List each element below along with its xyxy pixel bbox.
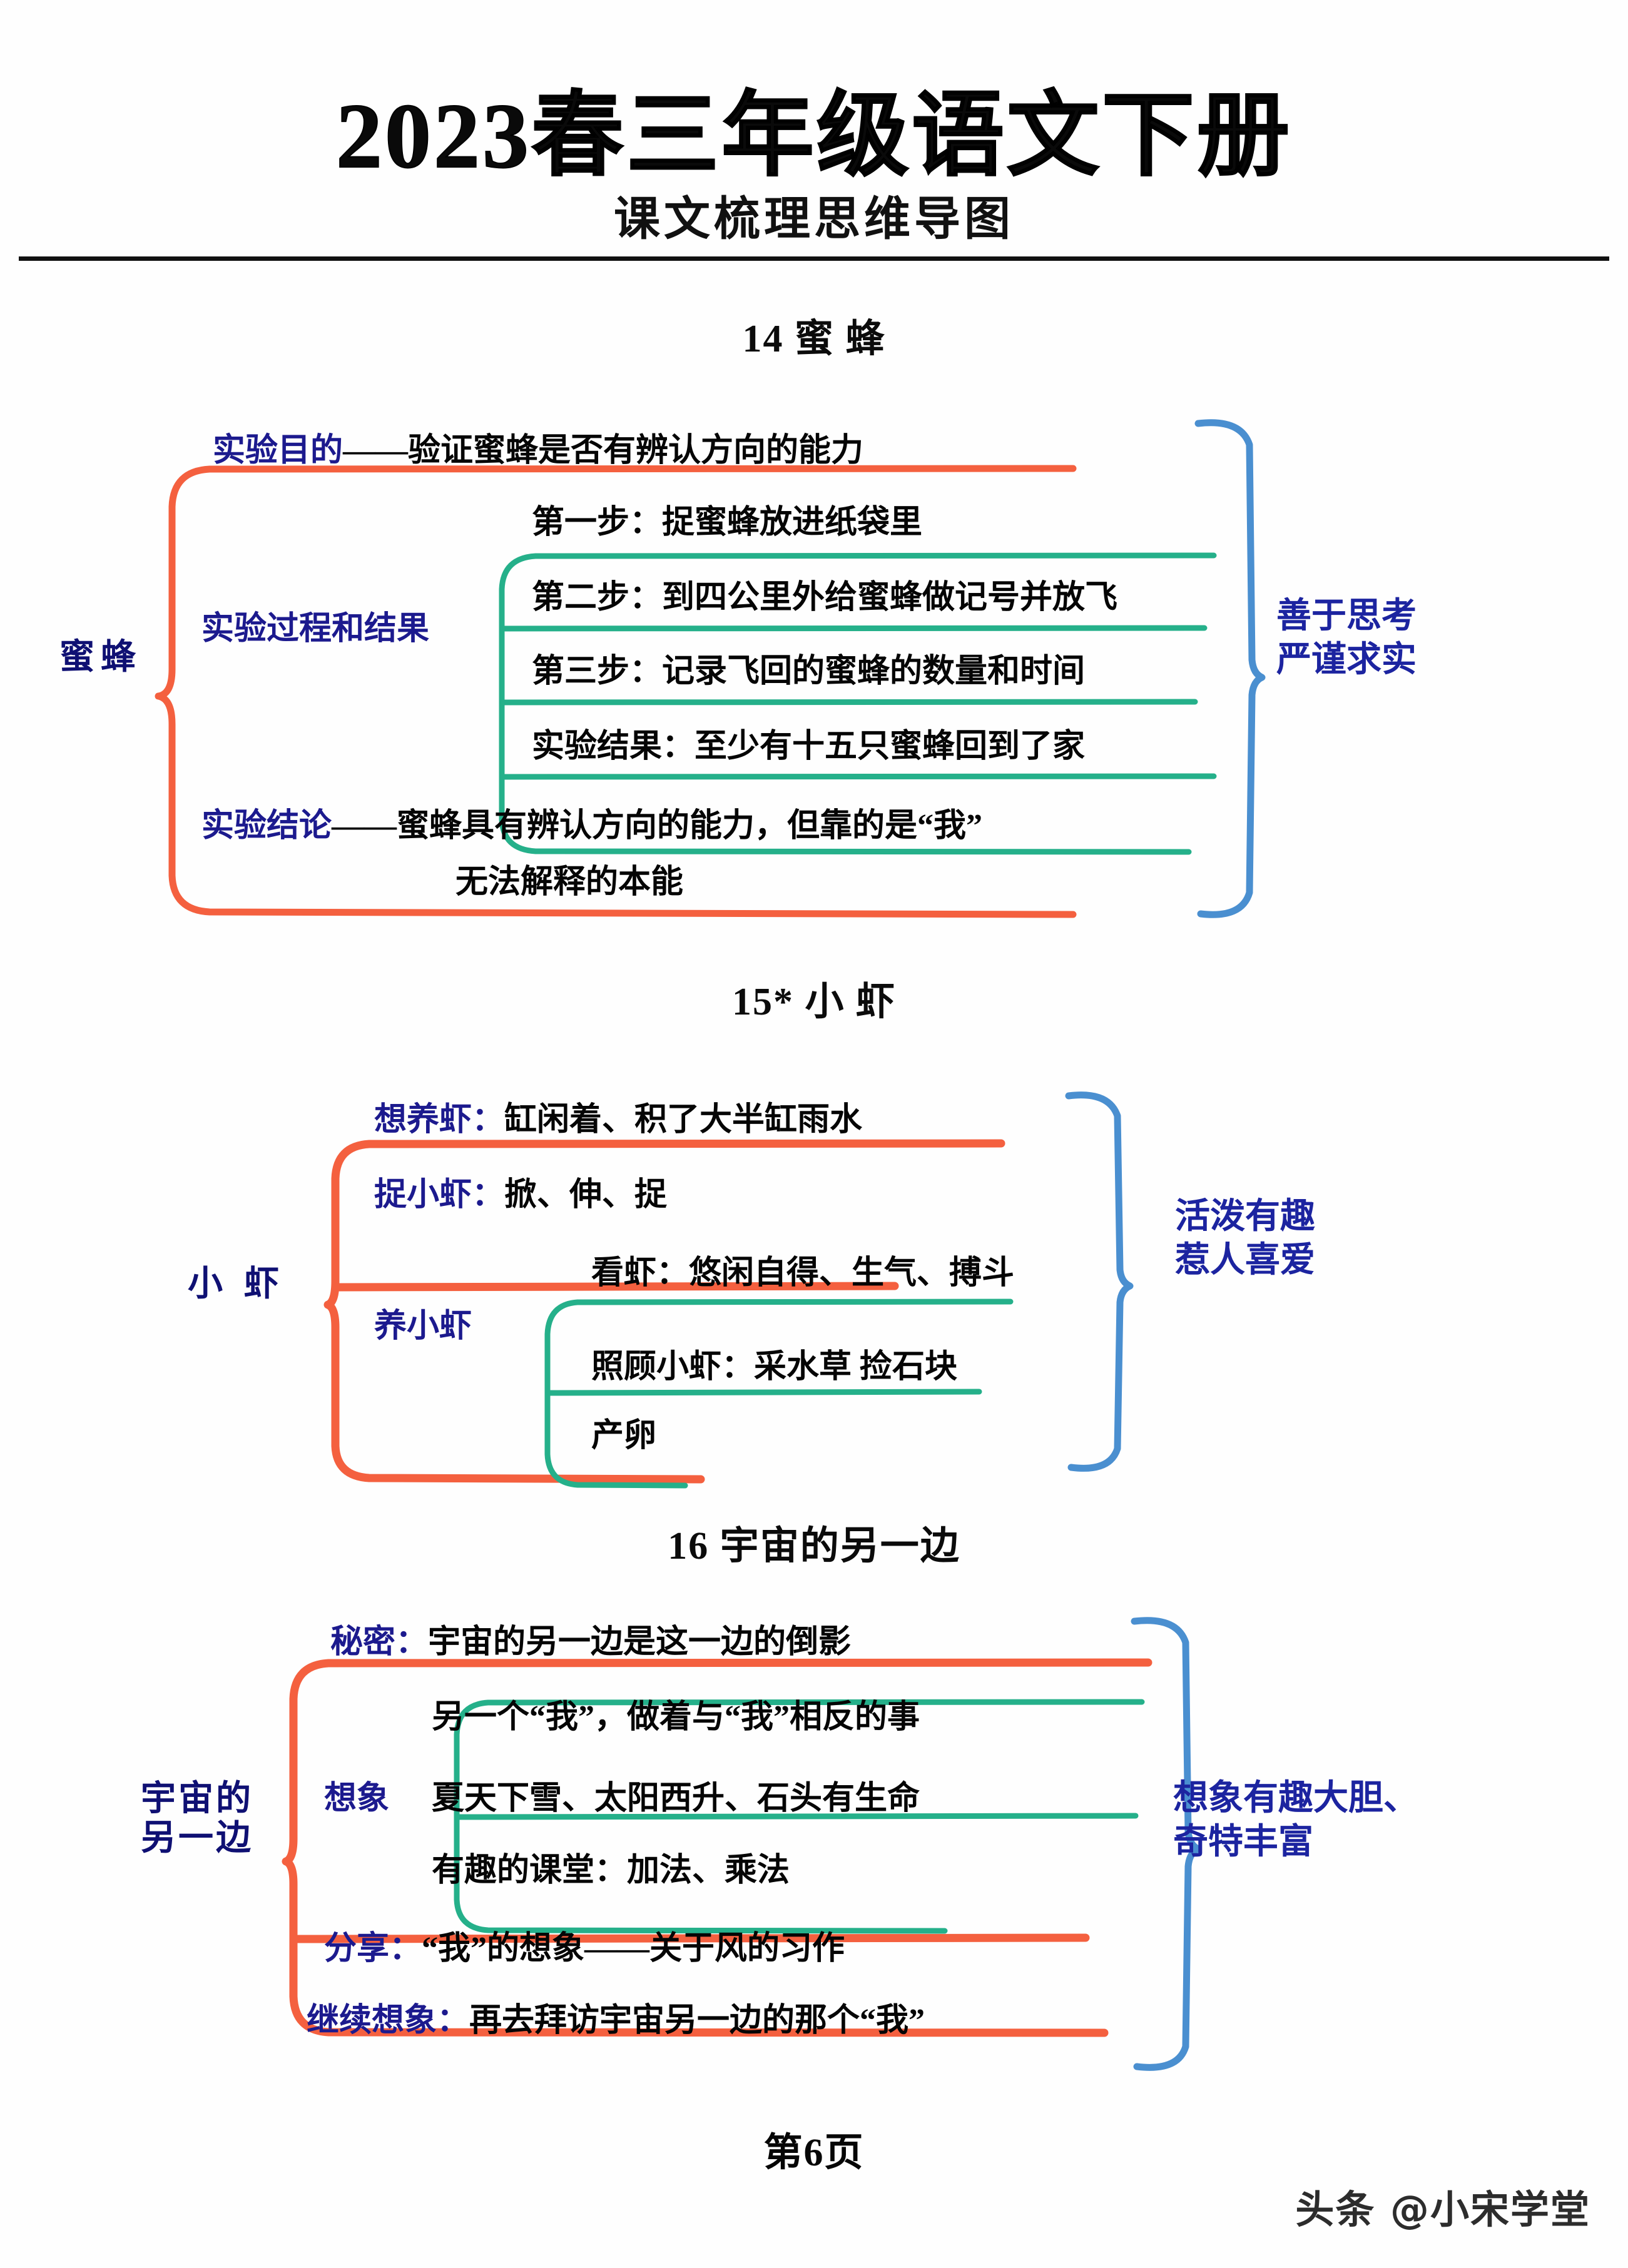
header-divider — [19, 256, 1609, 261]
red-bracket-lesson-16 — [282, 1658, 1152, 2037]
branch-15-1: 想养虾：缸闲着、积了大半缸雨水 — [374, 1101, 862, 1139]
branch-15-2: 捉小虾：掀、伸、捉 — [374, 1176, 667, 1214]
root-node-lesson-16: 宇宙的 另一边 — [141, 1779, 253, 1858]
branch-label: 分享： — [324, 1931, 422, 1967]
lesson-heading-16: 16 宇宙的另一边 — [668, 1525, 960, 1567]
page-title: 2023春三年级语文下册 — [335, 84, 1292, 188]
branch-dash: —— — [343, 433, 409, 468]
branch-text: 再去拜访宇宙另一边的那个“我” — [469, 2003, 925, 2038]
branch-16-2-item-1: 另一个“我”，做着与“我”相反的事 — [432, 1699, 920, 1735]
root-node-lesson-14: 蜜蜂 — [59, 638, 142, 677]
branch-dash: —— — [332, 808, 397, 844]
branch-label: 捉小虾： — [374, 1177, 505, 1213]
blue-bracket-lesson-16 — [1131, 1617, 1202, 2071]
page-subtitle: 课文梳理思维导图 — [614, 192, 1014, 246]
lesson-heading-15: 15* 小 虾 — [731, 981, 896, 1023]
branch-16-2-item-3: 有趣的课堂：加法、乘法 — [432, 1853, 790, 1888]
branch-16-4: 继续想象：再去拜访宇宙另一边的那个“我” — [307, 2002, 925, 2040]
branch-text: 蜜蜂具有辨认方向的能力，但靠的是“我” — [397, 808, 983, 844]
green-bracket-lesson-16 — [454, 1699, 1145, 1934]
branch-14-3: 实验结论——蜜蜂具有辨认方向的能力，但靠的是“我” — [201, 807, 982, 845]
branch-14-2-item-4: 实验结果：至少有十五只蜜蜂回到了家 — [532, 729, 1086, 764]
red-bracket-lesson-15 — [323, 1139, 1005, 1484]
branch-16-3: 分享：“我”的想象——关于风的习作 — [324, 1930, 845, 1968]
branch-15-3-item-2: 照顾小虾：采水草 捡石块 — [591, 1349, 958, 1385]
root-node-lesson-15: 小 虾 — [188, 1265, 285, 1304]
branch-label: 秘密： — [330, 1624, 429, 1660]
page-number: 第6页 — [763, 2132, 865, 2174]
branch-16-2-label: 想象 — [324, 1781, 390, 1816]
branch-16-1: 秘密：宇宙的另一边是这一边的倒影 — [330, 1623, 851, 1661]
branch-text: “我”的想象——关于风的习作 — [422, 1931, 845, 1967]
summary-lesson-15: 活泼有趣 惹人喜爱 — [1175, 1196, 1315, 1280]
summary-lesson-16: 想象有趣大胆、 奇特丰富 — [1173, 1778, 1418, 1862]
green-bracket-lesson-15 — [544, 1299, 1014, 1489]
branch-text: 宇宙的另一边是这一边的倒影 — [428, 1624, 852, 1660]
branch-14-2-label: 实验过程和结果 — [201, 611, 430, 647]
summary-lesson-14: 善于思考 严谨求实 — [1276, 595, 1417, 680]
branch-label: 实验结论 — [201, 808, 332, 844]
green-bracket-lesson-14 — [499, 552, 1217, 855]
blue-bracket-lesson-14 — [1194, 419, 1266, 918]
branch-14-2-item-1: 第一步：捉蜜蜂放进纸袋里 — [532, 505, 923, 540]
branch-14-1: 实验目的——验证蜜蜂是否有辨认方向的能力 — [213, 432, 863, 470]
blue-bracket-lesson-15 — [1065, 1091, 1134, 1472]
lesson-heading-14: 14 蜜 蜂 — [742, 318, 886, 360]
branch-label: 想养虾： — [374, 1102, 505, 1138]
branch-15-3-item-1: 看虾：悠闲自得、生气、搏斗 — [591, 1255, 1015, 1291]
watermark: 头条 @小宋学堂 — [1295, 2187, 1590, 2232]
branch-15-3-item-3: 产卵 — [591, 1418, 657, 1454]
branch-text: 验证蜜蜂是否有辨认方向的能力 — [408, 433, 864, 468]
branch-14-3-line2: 无法解释的本能 — [455, 864, 684, 900]
branch-14-2-item-2: 第二步：到四公里外给蜜蜂做记号并放飞 — [532, 580, 1118, 615]
branch-15-3-label: 养小虾 — [374, 1309, 472, 1344]
branch-text: 缸闲着、积了大半缸雨水 — [504, 1102, 863, 1138]
branch-text: 掀、伸、捉 — [504, 1177, 668, 1213]
branch-label: 继续想象： — [307, 2003, 470, 2038]
red-bracket-lesson-14 — [155, 465, 1077, 918]
branch-16-2-item-2: 夏天下雪、太阳西升、石头有生命 — [432, 1781, 920, 1816]
branch-14-2-item-3: 第三步：记录飞回的蜜蜂的数量和时间 — [532, 654, 1086, 689]
branch-label: 实验目的 — [213, 433, 343, 468]
